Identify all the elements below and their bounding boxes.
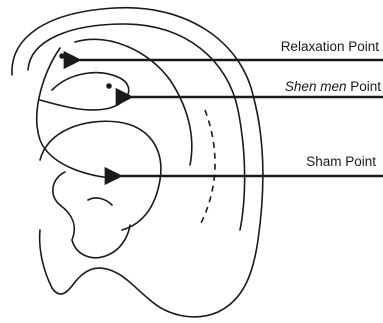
shen-men-point-label: Shen men Point [285, 80, 381, 94]
ear-canal-dashed [200, 110, 215, 225]
relaxation-point-label: Relaxation Point [281, 40, 379, 54]
tragus [53, 172, 75, 240]
sham-point-label: Sham Point [306, 155, 376, 169]
shen-men-rest: Point [346, 79, 381, 94]
antihelix [37, 48, 110, 178]
antitragus [88, 198, 112, 205]
ear-outline [12, 8, 263, 317]
sham-point-dot [114, 173, 120, 179]
shen-men-point-dot [106, 83, 112, 89]
triangular-fossa [40, 73, 129, 110]
relaxation-point-dot [59, 53, 65, 59]
shen-men-italic: Shen men [285, 79, 347, 94]
antihelix-inner [75, 39, 192, 165]
